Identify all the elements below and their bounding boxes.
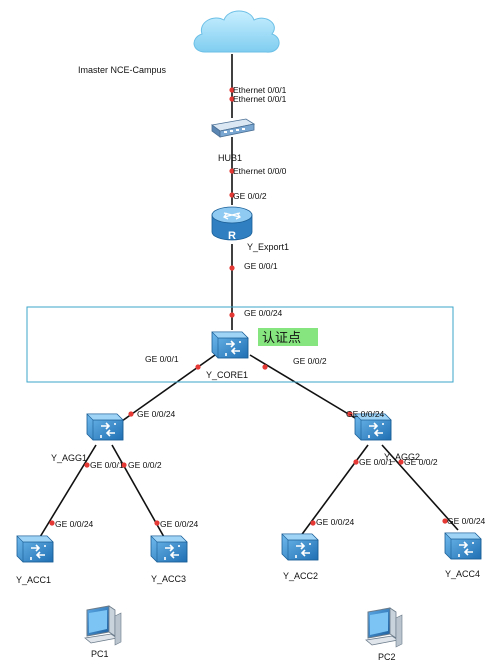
hub-label: HUB1 — [218, 153, 242, 163]
link-core-agg2 — [249, 354, 361, 422]
pc2-icon[interactable] — [365, 607, 403, 648]
cloud-label: Imaster NCE-Campus — [78, 65, 167, 75]
auth-area-box — [26, 306, 454, 383]
port-label: Ethernet 0/0/1 — [233, 85, 287, 95]
core-switch-label: Y_CORE1 — [206, 370, 248, 380]
port-label: GE 0/0/24 — [160, 519, 199, 529]
port-label: GE 0/0/2 — [233, 191, 267, 201]
router-label: Y_Export1 — [247, 242, 289, 252]
auth-point-label: 认证点 — [262, 331, 301, 346]
port-label: GE 0/0/1 — [244, 261, 278, 271]
link-agg2-acc4 — [381, 444, 459, 531]
port-label: GE 0/0/2 — [404, 457, 438, 467]
port-label: Ethernet 0/0/1 — [233, 94, 287, 104]
agg2-switch-label: Y_AGG2 — [384, 452, 420, 462]
port-label: GE 0/0/1 — [90, 460, 124, 470]
agg1-switch-icon[interactable] — [86, 413, 124, 441]
pc1-icon[interactable] — [84, 605, 122, 646]
acc4-switch-icon[interactable] — [444, 532, 482, 560]
port-label: Ethernet 0/0/0 — [233, 166, 287, 176]
pc2-label: PC2 — [378, 652, 396, 662]
port-label: GE 0/0/24 — [244, 308, 283, 318]
acc2-switch-icon[interactable] — [281, 533, 319, 561]
core-switch-icon[interactable] — [211, 331, 249, 359]
port-label: GE 0/0/24 — [346, 409, 385, 419]
port-label: GE 0/0/24 — [316, 517, 355, 527]
cloud-icon — [193, 10, 280, 53]
port-label: GE 0/0/24 — [447, 516, 486, 526]
port-label: GE 0/0/2 — [128, 460, 162, 470]
port-label: GE 0/0/1 — [145, 354, 179, 364]
acc3-switch-label: Y_ACC3 — [151, 574, 186, 584]
acc1-switch-label: Y_ACC1 — [16, 575, 51, 585]
agg1-switch-label: Y_AGG1 — [51, 453, 87, 463]
svg-text:R: R — [228, 230, 236, 242]
hub-icon[interactable] — [211, 118, 256, 138]
port-label: GE 0/0/24 — [137, 409, 176, 419]
acc1-switch-icon[interactable] — [16, 535, 54, 563]
pc1-label: PC1 — [91, 649, 109, 659]
port-dots — [49, 87, 448, 526]
acc4-switch-label: Y_ACC4 — [445, 569, 480, 579]
port-labels: Ethernet 0/0/1 Ethernet 0/0/1 Ethernet 0… — [55, 85, 486, 529]
router-icon[interactable]: R — [211, 206, 253, 242]
port-label: GE 0/0/24 — [55, 519, 94, 529]
auth-label-highlight — [258, 328, 318, 346]
port-label: GE 0/0/1 — [359, 457, 393, 467]
acc3-switch-icon[interactable] — [150, 535, 188, 563]
acc2-switch-label: Y_ACC2 — [283, 571, 318, 581]
port-label: GE 0/0/2 — [293, 356, 327, 366]
link-agg1-acc1 — [39, 444, 97, 538]
